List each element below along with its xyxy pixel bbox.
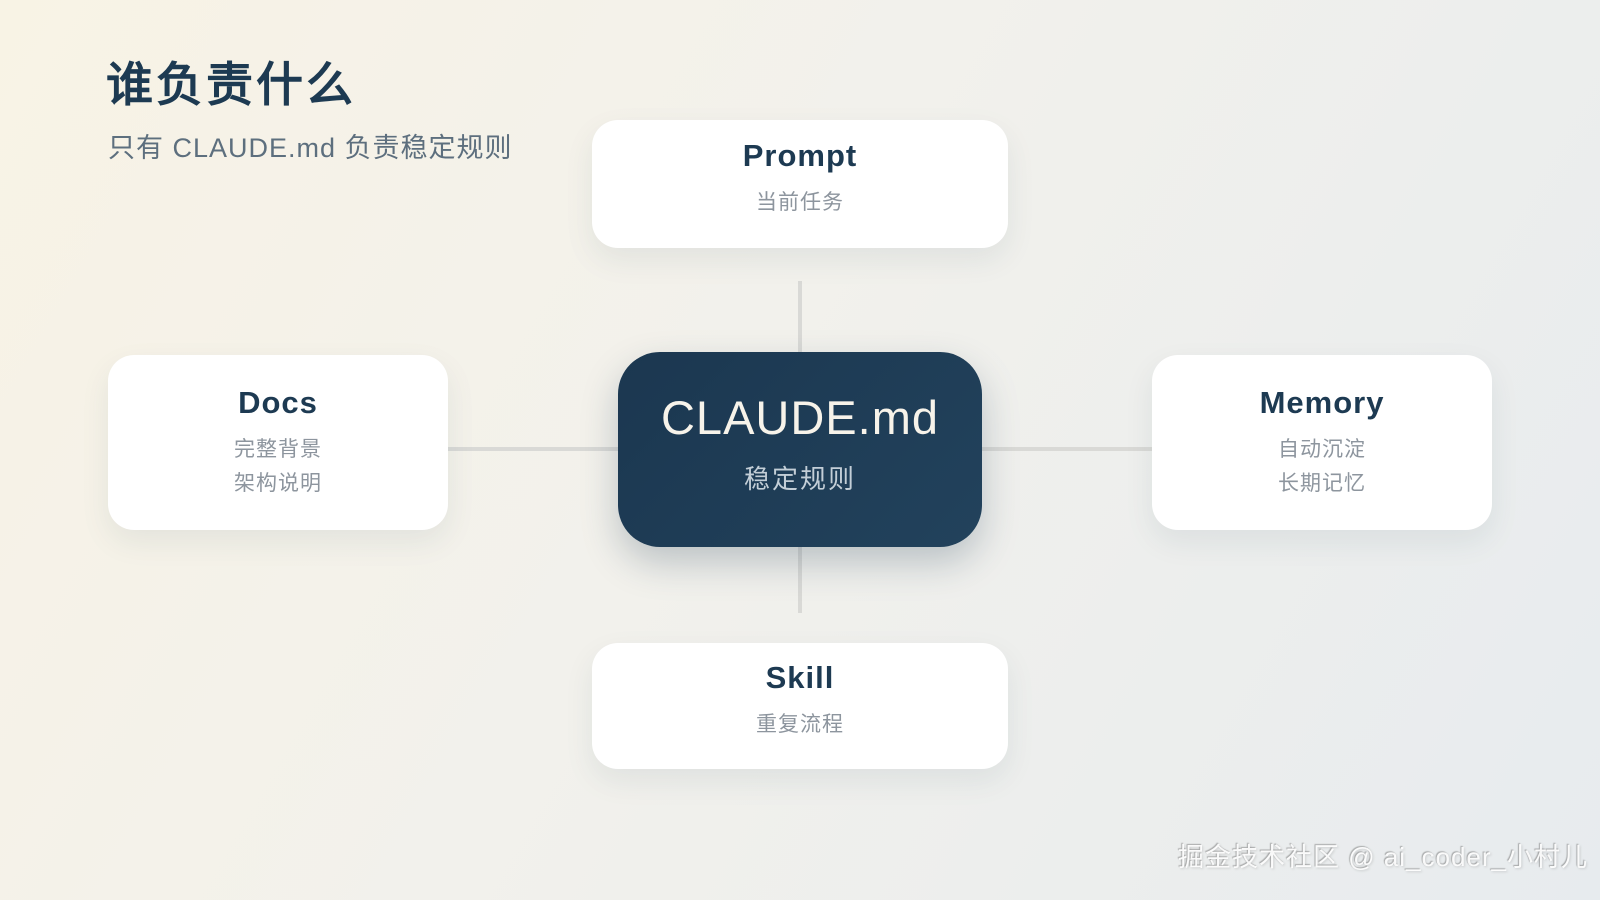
node-skill-line: 重复流程 [756, 713, 844, 736]
center-node-subtitle: 稳定规则 [743, 463, 856, 494]
node-prompt: Prompt 当前任务 [592, 120, 1008, 248]
node-memory-line: 长期记忆 [1278, 471, 1366, 495]
center-node-title: CLAUDE.md [660, 390, 939, 444]
node-memory-line: 自动沉淀 [1278, 437, 1366, 461]
node-docs-line: 完整背景 [234, 437, 322, 461]
node-memory-title: Memory [1259, 384, 1385, 420]
node-skill-title: Skill [765, 660, 835, 695]
node-docs-lines: 完整背景 架构说明 [234, 433, 322, 501]
node-docs: Docs 完整背景 架构说明 [108, 355, 448, 530]
node-prompt-lines: 当前任务 [756, 186, 844, 220]
connector-left-line [448, 447, 618, 451]
connector-right-line [982, 447, 1152, 451]
node-memory-lines: 自动沉淀 长期记忆 [1278, 433, 1366, 501]
node-memory: Memory 自动沉淀 长期记忆 [1152, 355, 1492, 530]
node-prompt-line: 当前任务 [756, 191, 844, 214]
node-skill-lines: 重复流程 [756, 708, 844, 742]
node-docs-line: 架构说明 [234, 471, 322, 495]
watermark: 掘金技术社区 @ ai_coder_小村儿 [1177, 842, 1588, 872]
page-subtitle: 只有 CLAUDE.md 负责稳定规则 [108, 133, 513, 164]
node-skill: Skill 重复流程 [592, 643, 1008, 769]
connector-top-line [798, 281, 802, 352]
node-prompt-title: Prompt [742, 138, 858, 173]
connector-bottom-line [798, 547, 802, 613]
node-docs-title: Docs [238, 384, 318, 420]
header: 谁负责什么 只有 CLAUDE.md 负责稳定规则 [106, 58, 513, 165]
page-title: 谁负责什么 [106, 58, 356, 111]
node-claude-md: CLAUDE.md 稳定规则 [618, 352, 982, 547]
